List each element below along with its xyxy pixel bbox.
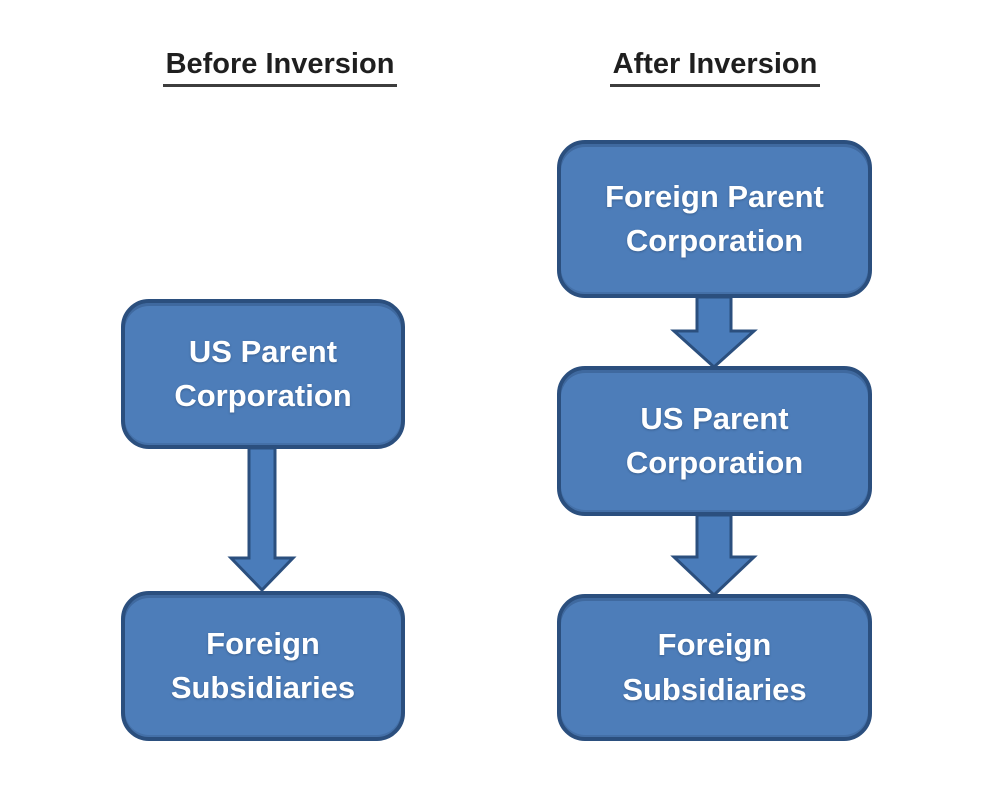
down-arrow [670, 513, 758, 597]
box-us-parent-corporation-after: US Parent Corporation [557, 366, 872, 516]
box-foreign-subsidiaries-after: Foreign Subsidiaries [557, 594, 872, 741]
box-label: US Parent Corporation [625, 400, 804, 480]
box-us-parent-corporation-before: US Parent Corporation [121, 299, 405, 449]
before-inversion-title-text: Before Inversion [162, 48, 398, 87]
after-inversion-title: After Inversion [550, 48, 880, 87]
box-foreign-subsidiaries-before: Foreign Subsidiaries [121, 591, 405, 741]
down-arrow [670, 295, 758, 369]
box-label: Foreign Parent Corporation [605, 178, 824, 258]
box-label: Foreign Subsidiaries [170, 625, 356, 705]
down-arrow [227, 446, 297, 592]
box-label: Foreign Subsidiaries [622, 627, 807, 707]
before-inversion-title: Before Inversion [110, 48, 450, 87]
box-label: US Parent Corporation [174, 333, 352, 413]
box-foreign-parent-corporation-after: Foreign Parent Corporation [557, 140, 872, 298]
after-inversion-title-text: After Inversion [609, 48, 821, 87]
